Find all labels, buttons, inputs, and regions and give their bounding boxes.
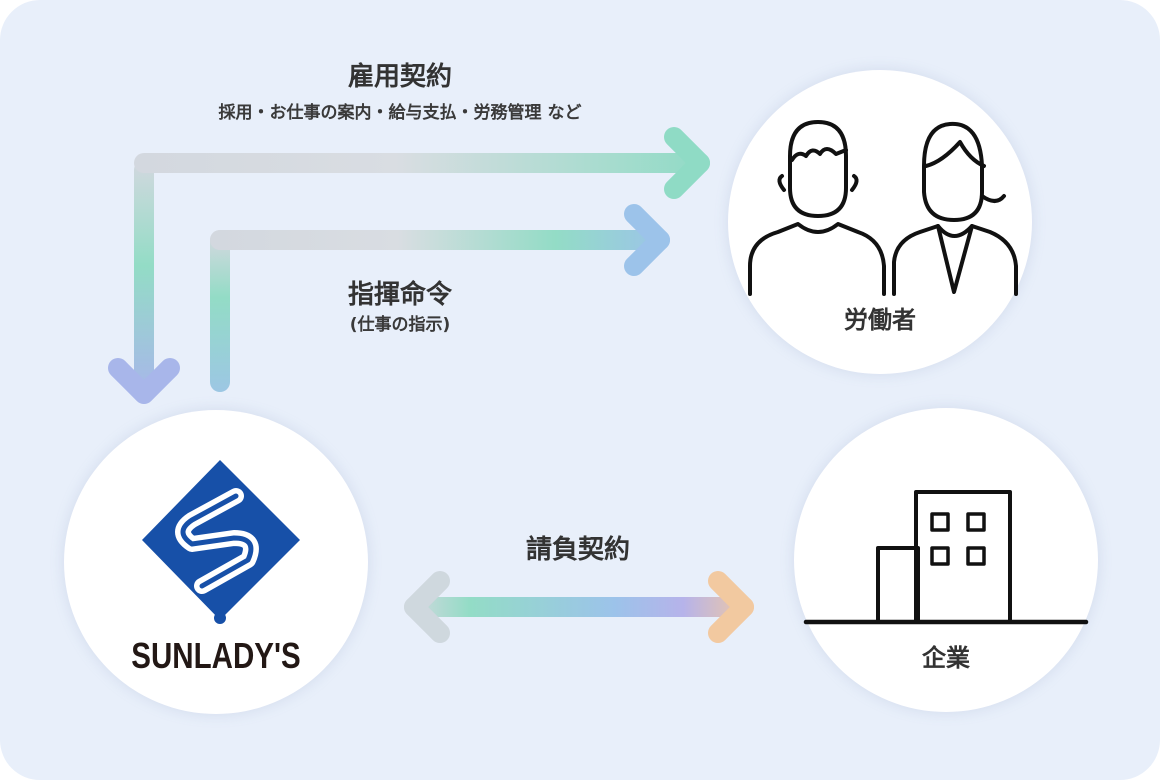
sunladys-wordmark: SUNLADY'S (131, 635, 301, 676)
instruction-subtitle: (仕事の指示) (349, 315, 451, 335)
instruction-arrow (210, 204, 670, 392)
contract-title: 請負契約 (525, 535, 630, 565)
sunladys-logo (142, 460, 300, 624)
man-icon (748, 120, 886, 296)
workers-label: 労働者 (844, 306, 916, 334)
contract-double-arrow (404, 571, 754, 643)
employment-subtitle: 採用・お仕事の案内・給与支払・労務管理 など (218, 103, 582, 123)
workers-node: 労働者 (728, 70, 1032, 374)
employment-title: 雇用契約 (347, 62, 452, 92)
building-icon (803, 490, 1089, 625)
client-node: 企業 (794, 408, 1098, 712)
client-label: 企業 (922, 644, 970, 672)
logo-mark (142, 460, 300, 624)
company-node: SUNLADY'S (64, 410, 368, 714)
instruction-title: 指揮命令 (347, 280, 452, 310)
workers-icon (748, 120, 1018, 296)
employment-arrow (108, 127, 710, 404)
woman-icon (892, 121, 1018, 296)
